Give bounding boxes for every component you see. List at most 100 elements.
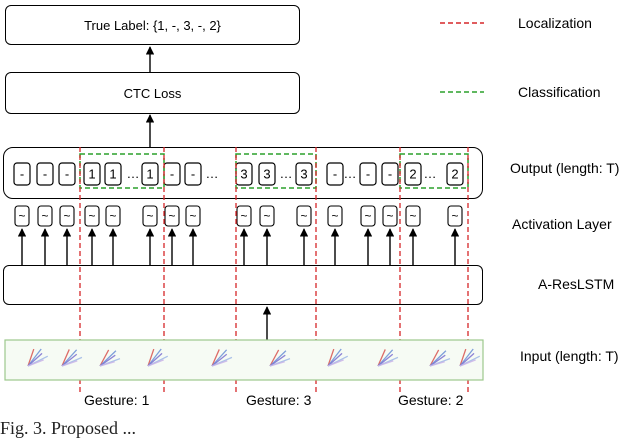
output-token: 2 [409, 167, 416, 182]
activation-symbol: ~ [168, 209, 175, 223]
activation-cells: ~~~~~~~~~~~~~~~~ [14, 205, 463, 227]
activation-symbol: ~ [386, 209, 393, 223]
activation-cell [185, 205, 201, 227]
activation-symbol: ~ [300, 209, 307, 223]
output-cell [184, 162, 202, 186]
activation-cell [164, 205, 180, 227]
input-strip [4, 339, 484, 381]
input-frames-strip [4, 339, 484, 381]
output-token: 3 [300, 167, 307, 182]
activation-symbol: ~ [18, 209, 25, 223]
output-ellipsis: … [344, 166, 357, 181]
activation-cell [84, 205, 100, 227]
activation-symbol: ~ [263, 209, 270, 223]
activation-cell [296, 205, 312, 227]
hand-skeleton-icon [429, 349, 451, 367]
legend-localization: Localization [518, 15, 592, 31]
activation-label-text: Activation Layer [512, 216, 612, 232]
caption-text: Fig. 3. Proposed ... [0, 418, 137, 438]
activation-cell [59, 205, 75, 227]
activation-symbol: ~ [409, 209, 416, 223]
output-token: - [366, 167, 370, 182]
hand-skeleton-icon [459, 348, 481, 367]
output-cell [83, 162, 101, 186]
output-token: - [191, 167, 195, 182]
output-ellipsis: … [206, 166, 219, 181]
gesture-label-1: Gesture: 1 [84, 392, 149, 408]
figure-caption: Fig. 3. Proposed ... [0, 418, 136, 439]
output-label: Output (length: T) [510, 160, 619, 176]
output-token: - [333, 167, 337, 182]
output-cell [58, 162, 76, 186]
output-token: - [388, 167, 392, 182]
output-token: 1 [146, 167, 153, 182]
hand-skeleton-icon [61, 349, 83, 367]
activation-symbol: ~ [189, 209, 196, 223]
activation-symbol: ~ [41, 209, 48, 223]
hand-skeleton-icon [327, 348, 349, 367]
output-ellipsis: … [424, 166, 437, 181]
true-label-box: True Label: {1, -, 3, -, 2} [5, 5, 300, 45]
output-token: 3 [263, 167, 270, 182]
legend-localization-text: Localization [518, 15, 592, 31]
activation-cell [360, 205, 376, 227]
gesture-label-text: Gesture: 3 [246, 392, 312, 408]
activation-symbol: ~ [63, 209, 70, 223]
gesture-label-text: Gesture: 2 [398, 392, 464, 408]
legend-classification: Classification [518, 84, 600, 100]
output-label-text: Output (length: T) [510, 160, 620, 176]
gesture-label-3: Gesture: 3 [246, 392, 311, 408]
output-ellipsis: … [127, 166, 140, 181]
input-label-text: Input (length: T) [520, 348, 619, 364]
output-cell [258, 162, 276, 186]
legend-classification-text: Classification [518, 84, 601, 100]
output-token: - [43, 167, 47, 182]
output-cell [326, 162, 344, 186]
activation-cell [14, 205, 30, 227]
hand-skeleton-icon [99, 349, 121, 367]
output-token: 3 [240, 167, 247, 182]
output-token: 2 [451, 167, 458, 182]
output-token: - [65, 167, 69, 182]
output-cell [36, 162, 54, 186]
output-cell [295, 162, 313, 186]
resnet-label: A-ResLSTM [538, 276, 614, 292]
hand-skeleton-icon [377, 349, 399, 367]
ctc-loss-text: CTC Loss [123, 85, 182, 101]
gesture-label-text: Gesture: 1 [84, 392, 150, 408]
activation-cell [382, 205, 398, 227]
activation-symbol: ~ [364, 209, 371, 223]
output-cell [104, 162, 122, 186]
activation-cell [142, 205, 158, 227]
activation-cell [259, 205, 275, 227]
activation-symbol: ~ [451, 209, 458, 223]
output-cell [446, 162, 464, 186]
arrows [17, 46, 460, 340]
output-cell [381, 162, 399, 186]
activation-symbol: ~ [146, 209, 153, 223]
ctc-loss-box: CTC Loss [5, 72, 300, 114]
resnet-box [3, 265, 483, 305]
activation-symbol: ~ [240, 209, 247, 223]
hand-skeleton-icon [147, 348, 169, 367]
output-token: 1 [88, 167, 95, 182]
resnet-label-text: A-ResLSTM [538, 276, 615, 292]
hand-skeleton-icon [27, 348, 49, 367]
activation-cell [405, 205, 421, 227]
activation-cell [105, 205, 121, 227]
output-token: - [20, 167, 24, 182]
output-cell [359, 162, 377, 186]
hand-skeleton-icon [211, 349, 233, 367]
activation-cell [236, 205, 252, 227]
output-token: 1 [109, 167, 116, 182]
activation-cell [327, 205, 343, 227]
activation-symbol: ~ [109, 209, 116, 223]
activation-label: Activation Layer [512, 216, 612, 232]
output-ellipsis: … [280, 166, 293, 181]
activation-symbol: ~ [88, 209, 95, 223]
activation-cell [447, 205, 463, 227]
true-label-text: True Label: {1, -, 3, -, 2} [84, 17, 221, 33]
hand-skeleton-icon [269, 349, 291, 367]
